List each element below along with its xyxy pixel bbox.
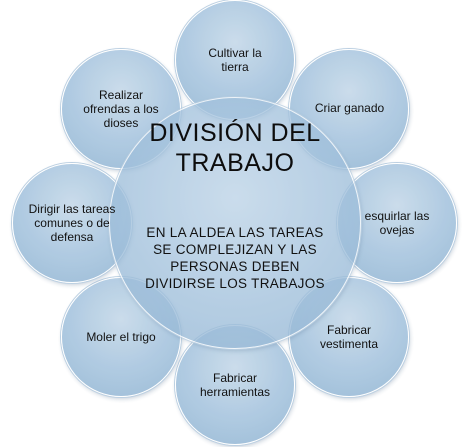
node-label: Criar ganado xyxy=(314,101,385,115)
node-label: Fabricar herramientas xyxy=(199,371,271,399)
node-label: Realizar ofrendas a los dioses xyxy=(83,88,159,130)
node-fabricar-herramientas xyxy=(175,325,295,445)
center-circle xyxy=(109,97,361,349)
node-label: Fabricar vestimenta xyxy=(319,323,379,351)
diagram-subtitle: EN LA ALDEA LAS TAREAS SE COMPLEJIZAN Y … xyxy=(145,225,325,291)
node-label: Moler el trigo xyxy=(86,330,156,344)
node-label: Dirigir las tareas comunes o de defensa xyxy=(28,202,116,244)
diagram-title: DIVISIÓN DEL TRABAJO xyxy=(149,119,321,177)
node-label: Cultivar la tierra xyxy=(208,46,262,74)
node-label: esquirlar las ovejas xyxy=(364,209,430,237)
